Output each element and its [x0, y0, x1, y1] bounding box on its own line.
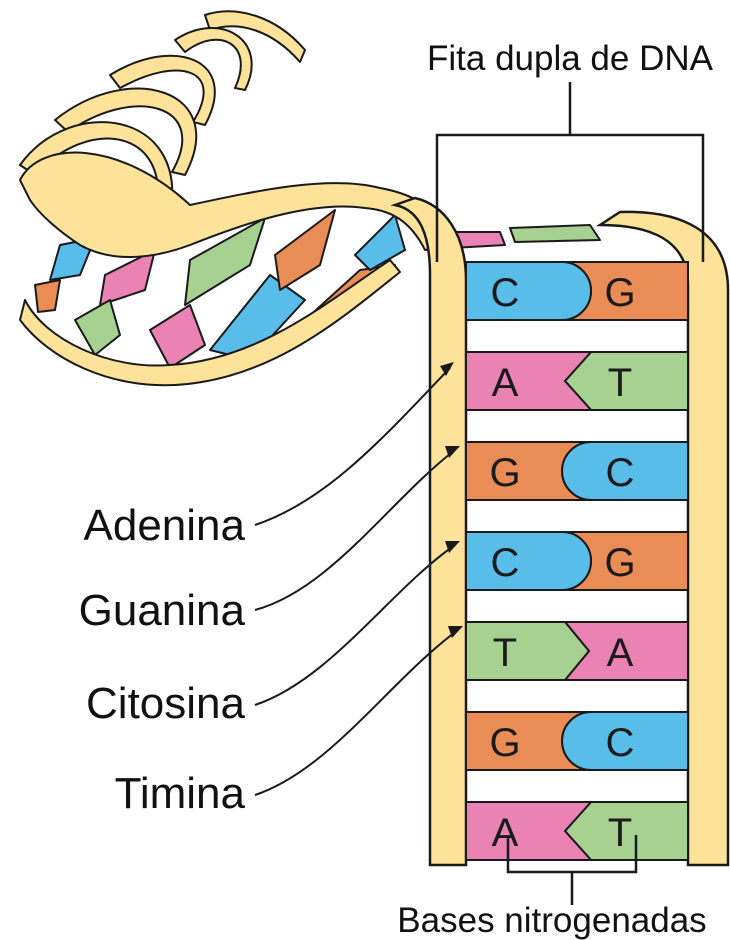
right-backbone	[595, 210, 730, 867]
helix-band	[19, 151, 456, 258]
base-guanina-left	[465, 441, 592, 501]
base-adenina-left	[465, 351, 594, 411]
bases-title: Bases nitrogenadas	[397, 901, 706, 940]
base-citosina-left	[465, 531, 592, 591]
helix-bar	[34, 279, 61, 313]
base-letter-left: A	[492, 811, 519, 855]
helix-curl	[109, 54, 216, 126]
legend-label-timina: Timina	[115, 769, 246, 818]
arrow-guanina	[254, 449, 456, 611]
base-letter-right: C	[606, 451, 635, 495]
legend-arrows	[254, 367, 459, 796]
helix-bar	[354, 214, 406, 271]
left-backbone	[390, 196, 468, 867]
twisted-helix	[19, 10, 601, 387]
base-letter-right: C	[606, 721, 635, 765]
helix-bar	[274, 209, 336, 291]
base-letter-left: G	[489, 451, 520, 495]
base-timina-left	[465, 621, 591, 681]
arrowhead-adenina	[440, 362, 454, 376]
arrow-citosina	[254, 544, 456, 706]
dna-title: Fita dupla de DNA	[427, 39, 714, 78]
base-letter-right: T	[608, 811, 632, 855]
helix-curl	[204, 10, 306, 63]
base-letter-left: G	[489, 721, 520, 765]
helix-curl	[54, 87, 198, 176]
base-adenina-left	[465, 801, 594, 861]
helix-band	[19, 259, 401, 387]
helix-bar	[74, 299, 121, 356]
base-letter-right: T	[608, 361, 632, 405]
legend-label-guanina: Guanina	[79, 586, 246, 635]
arrowhead-guanina	[445, 446, 460, 458]
legend: Adenina Guanina Citosina Timina	[79, 362, 463, 818]
helix-bar	[184, 217, 266, 306]
bottom-bracket	[506, 835, 638, 905]
legend-label-adenina: Adenina	[84, 501, 246, 550]
arrow-timina	[254, 629, 459, 796]
base-letter-left: C	[491, 541, 520, 585]
arrowhead-citosina	[445, 541, 460, 553]
arrowhead-timina	[448, 626, 463, 638]
helix-curl	[174, 27, 253, 91]
arrow-adenina	[254, 367, 451, 526]
helix-bar	[509, 224, 601, 243]
base-citosina-left	[465, 261, 592, 321]
base-letter-left: T	[493, 631, 517, 675]
base-letter-right: G	[604, 271, 635, 315]
arrow-heads	[440, 362, 463, 638]
top-bracket	[435, 82, 705, 262]
base-guanina-left	[465, 711, 592, 771]
legend-label-citosina: Citosina	[86, 679, 245, 728]
helix-bar	[99, 249, 156, 306]
base-letter-left: C	[491, 271, 520, 315]
top-bracket-line	[435, 82, 705, 262]
base-letter-right: G	[604, 541, 635, 585]
helix-bar	[149, 304, 206, 369]
base-letter-right: A	[607, 631, 634, 675]
bottom-bracket-line	[506, 835, 638, 905]
base-letter-left: A	[492, 361, 519, 405]
